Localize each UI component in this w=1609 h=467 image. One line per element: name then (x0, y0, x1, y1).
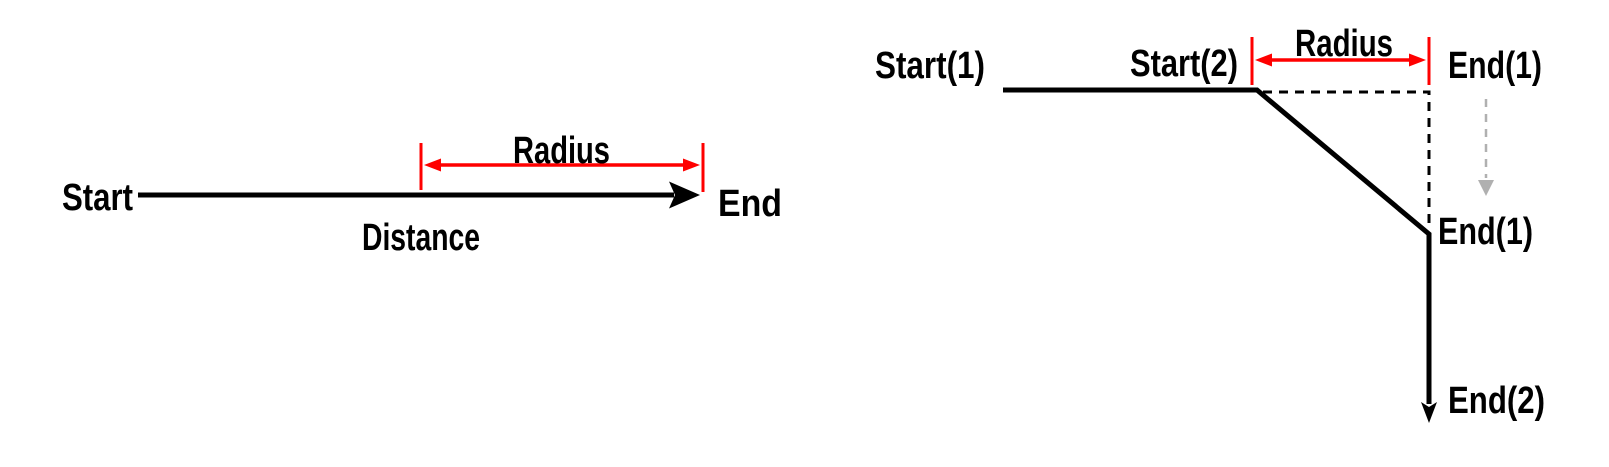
start-label: Start (62, 177, 133, 219)
ghost-drop-arrowhead-icon (1478, 180, 1494, 196)
end1-label: End(1) (1438, 211, 1533, 253)
right-figure: Start(1) Start(2) Radius End(1) End(1) E… (875, 23, 1545, 423)
bent-path-line (1003, 87, 1432, 404)
radius-arrowhead-right-icon (1409, 53, 1426, 67)
ghost-end1-label: End(1) (1448, 45, 1542, 87)
end2-arrowhead-icon (1421, 402, 1437, 423)
end2-label: End(2) (1448, 380, 1545, 422)
distance-arrowhead-icon (669, 181, 700, 209)
radius-arrowhead-right-icon (683, 158, 700, 172)
start1-label: Start(1) (875, 45, 985, 87)
radius-arrowhead-left-icon (424, 158, 441, 172)
distance-label: Distance (362, 217, 480, 259)
left-figure: Start End Radius Distance (62, 130, 782, 259)
end-label: End (718, 183, 782, 225)
construction-dashed-line (1263, 90, 1431, 230)
radius-arrowhead-left-icon (1255, 53, 1272, 67)
start2-label: Start(2) (1130, 43, 1238, 85)
radius-label: Radius (1295, 23, 1393, 65)
radius-label: Radius (513, 130, 610, 172)
